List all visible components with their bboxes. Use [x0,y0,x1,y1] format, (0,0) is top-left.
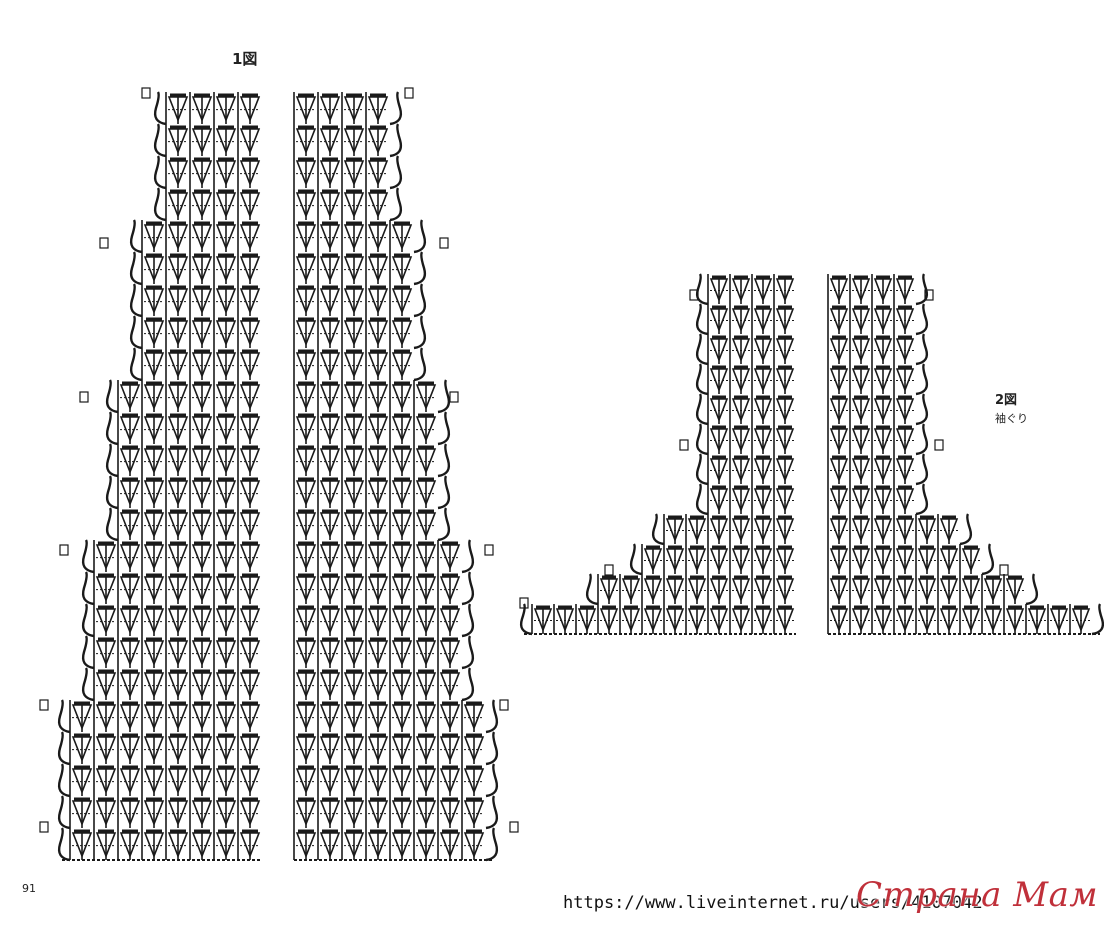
chart-2-subtitle: 袖ぐり [995,410,1028,426]
chart-2-sleeve [521,274,1103,634]
chart-1-title: 1図 [232,48,257,69]
watermark-logo: Страна Мам [856,875,1098,915]
page-number: 91 [22,882,36,895]
chart-2-title: 2図 [995,393,1017,408]
chart-1-body [59,92,497,860]
